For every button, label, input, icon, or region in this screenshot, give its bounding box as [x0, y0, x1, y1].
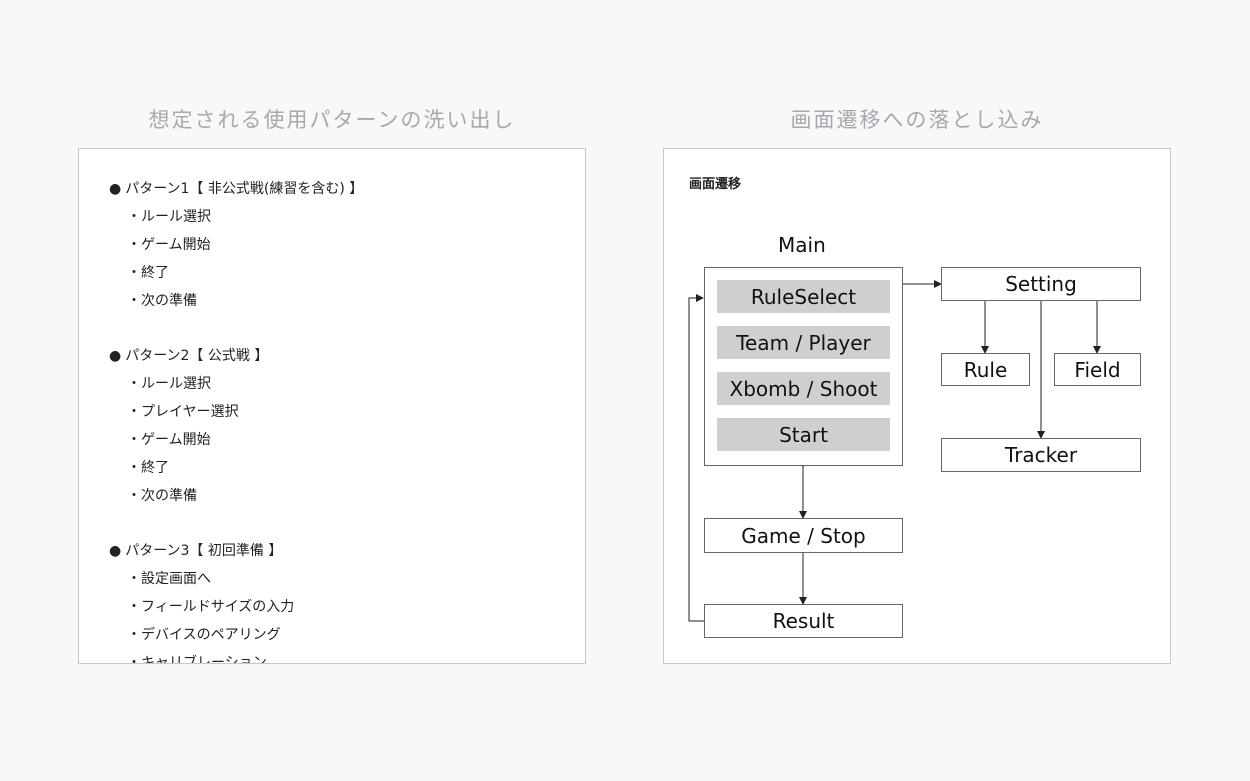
transition-arrows — [688, 280, 1101, 622]
main-screen-box: RuleSelect Team / Player Xbomb / Shoot S… — [704, 267, 903, 466]
pattern-step: ・ルール選択 — [127, 376, 211, 392]
pattern-step: ・次の準備 — [127, 488, 197, 504]
tracker-box[interactable]: Tracker — [941, 438, 1141, 472]
pattern-1: ●パターン1【 非公式戦(練習を含む) 】 ・ルール選択 ・ゲーム開始 ・終了 … — [109, 179, 575, 319]
pattern-step: ・デバイスのペアリング — [127, 627, 281, 643]
pattern-step: ・終了 — [127, 265, 169, 281]
pattern-heading: パターン1【 非公式戦(練習を含む) 】 — [125, 181, 364, 197]
pattern-heading: パターン2【 公式戦 】 — [125, 348, 269, 364]
pattern-list: ●パターン1【 非公式戦(練習を含む) 】 ・ルール選択 ・ゲーム開始 ・終了 … — [109, 179, 575, 664]
bullet-icon: ● — [109, 348, 122, 364]
pattern-step: ・設定画面へ — [127, 571, 211, 587]
pattern-step: ・終了 — [127, 460, 169, 476]
screen-transition-panel: 画面遷移 Main RuleSelect Team / Player Xbomb… — [663, 148, 1171, 664]
pattern-step: ・次の準備 — [127, 293, 197, 309]
start-item[interactable]: Start — [717, 418, 890, 451]
result-box[interactable]: Result — [704, 604, 903, 638]
rule-box[interactable]: Rule — [941, 353, 1030, 386]
game-stop-box[interactable]: Game / Stop — [704, 518, 903, 553]
diagram-label: 画面遷移 — [689, 177, 742, 192]
pattern-2: ●パターン2【 公式戦 】 ・ルール選択 ・プレイヤー選択 ・ゲーム開始 ・終了… — [109, 346, 575, 514]
setting-box[interactable]: Setting — [941, 267, 1141, 301]
pattern-step: ・ゲーム開始 — [127, 432, 211, 448]
pattern-step: ・プレイヤー選択 — [127, 404, 239, 420]
field-box[interactable]: Field — [1054, 353, 1141, 386]
pattern-heading: パターン3【 初回準備 】 — [125, 543, 283, 559]
left-column-title: 想定される使用パターンの洗い出し — [148, 108, 516, 132]
pattern-step: ・フィールドサイズの入力 — [127, 599, 295, 615]
usage-patterns-panel: ●パターン1【 非公式戦(練習を含む) 】 ・ルール選択 ・ゲーム開始 ・終了 … — [78, 148, 586, 664]
result-main-return-arrow — [688, 294, 704, 622]
pattern-step: ・ルール選択 — [127, 209, 211, 225]
bullet-icon: ● — [109, 181, 122, 197]
bullet-icon: ● — [109, 543, 122, 559]
pattern-step: ・ゲーム開始 — [127, 237, 211, 253]
right-column-title: 画面遷移への落とし込み — [790, 108, 1044, 132]
main-screen-label: Main — [778, 233, 826, 257]
team-player-item[interactable]: Team / Player — [717, 326, 890, 359]
xbomb-shoot-item[interactable]: Xbomb / Shoot — [717, 372, 890, 405]
pattern-step: ・キャリブレーション — [127, 655, 267, 664]
pattern-3: ●パターン3【 初回準備 】 ・設定画面へ ・フィールドサイズの入力 ・デバイス… — [109, 541, 575, 664]
rule-select-item[interactable]: RuleSelect — [717, 280, 890, 313]
